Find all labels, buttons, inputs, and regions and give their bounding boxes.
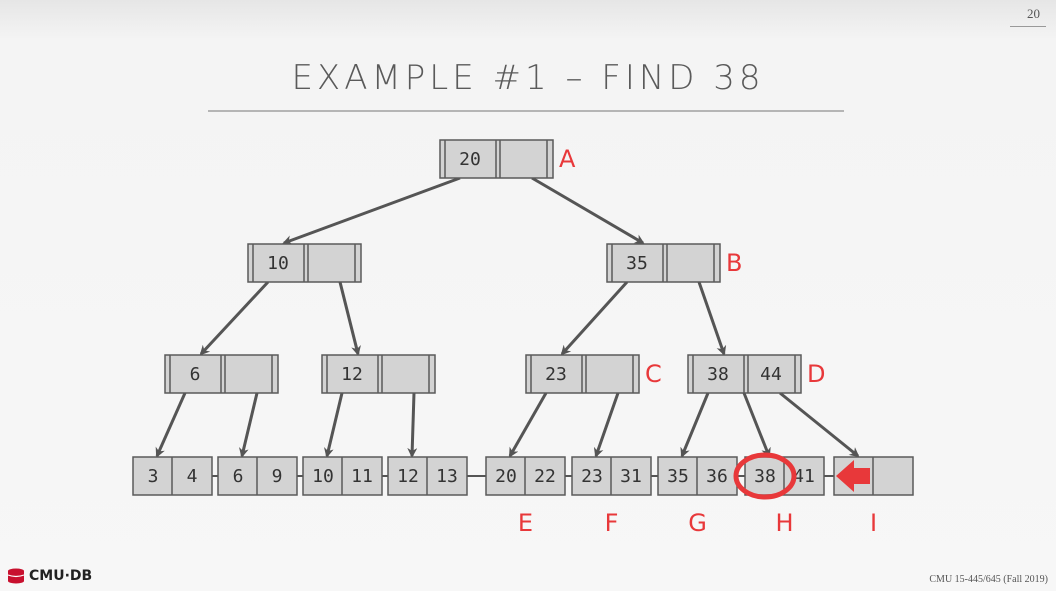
- node-key: 44: [760, 364, 782, 385]
- leaf-key: 13: [436, 466, 458, 487]
- node-key: 20: [459, 149, 481, 170]
- leaf-key: 31: [620, 466, 642, 487]
- tree-edge: [779, 391, 860, 458]
- node-label: B: [726, 249, 742, 277]
- node-label: A: [559, 145, 576, 173]
- leaf-key: 4: [187, 466, 198, 487]
- leaf-key: 36: [706, 466, 728, 487]
- database-icon: [7, 568, 25, 584]
- inner-node: 12: [321, 354, 436, 394]
- leaf-key: 20: [495, 466, 517, 487]
- leaf-label: G: [688, 509, 707, 537]
- node-key: 10: [267, 253, 289, 274]
- tree-edge: [560, 280, 629, 356]
- tree-edge: [508, 392, 548, 458]
- node-key: 6: [190, 364, 201, 385]
- tree-edge: [323, 392, 344, 458]
- slide-number: 20: [1027, 6, 1040, 21]
- slide-title: EXAMPLE #1 – FIND 38: [291, 58, 765, 98]
- footer-course: CMU 15-445/645 (Fall 2019): [929, 574, 1048, 585]
- leaf-key: 41: [793, 466, 815, 487]
- leaf-key: 9: [272, 466, 283, 487]
- leaf-key: 23: [581, 466, 603, 487]
- search-key-ring: [733, 452, 797, 500]
- tree-edge: [238, 392, 259, 458]
- tree-edge: [593, 392, 620, 458]
- leaf-key: 6: [233, 466, 244, 487]
- node-key: 23: [545, 364, 567, 385]
- leaf-key: 10: [312, 466, 334, 487]
- tree-edge: [407, 392, 418, 458]
- tree-edge: [697, 281, 727, 356]
- title-underline: [208, 110, 844, 112]
- leaf-node: 12 13: [387, 456, 468, 496]
- node-key: 38: [707, 364, 729, 385]
- tree-edge: [282, 176, 461, 245]
- leaf-label: H: [775, 509, 793, 537]
- leaf-key: 22: [534, 466, 556, 487]
- leaf-node: 20 22E: [485, 456, 566, 537]
- leaf-label: F: [605, 509, 619, 537]
- tree-edge: [155, 392, 187, 458]
- leaf-label: E: [518, 509, 533, 537]
- node-label: D: [807, 360, 825, 388]
- tree-edge: [531, 176, 645, 245]
- leaf-key: 11: [351, 466, 373, 487]
- leaf-label: I: [870, 509, 877, 537]
- inner-node: 6: [164, 354, 279, 394]
- node-key: 12: [341, 364, 363, 385]
- inner-node: 10: [247, 243, 362, 283]
- tree-edges: [155, 176, 860, 458]
- inner-node: 20 A: [439, 139, 576, 179]
- pointer-arrow-icon: [836, 460, 870, 492]
- inner-node: 23 C: [525, 354, 662, 394]
- leaf-key: 38: [754, 466, 776, 487]
- footer-logo-text: CMU·DB: [29, 568, 93, 584]
- inner-node: 38 44 D: [687, 354, 825, 394]
- node-label: C: [645, 360, 662, 388]
- tree-edge: [680, 392, 710, 458]
- slide-number-rule: [1010, 26, 1046, 27]
- leaf-node: 23 31F: [571, 456, 652, 537]
- node-key: 35: [626, 253, 648, 274]
- leaf-key: 12: [397, 466, 419, 487]
- tree-edge: [742, 392, 771, 458]
- inner-node: 35 B: [606, 243, 742, 283]
- leaf-key: 3: [148, 466, 159, 487]
- leaf-node: 35 36G: [657, 456, 738, 537]
- search-highlight: [733, 452, 870, 500]
- cmu-db-logo: CMU·DB: [6, 568, 92, 584]
- tree-edge: [338, 281, 361, 356]
- tree-edge: [199, 280, 270, 356]
- leaf-node: 10 11: [302, 456, 383, 496]
- leaf-key: 35: [667, 466, 689, 487]
